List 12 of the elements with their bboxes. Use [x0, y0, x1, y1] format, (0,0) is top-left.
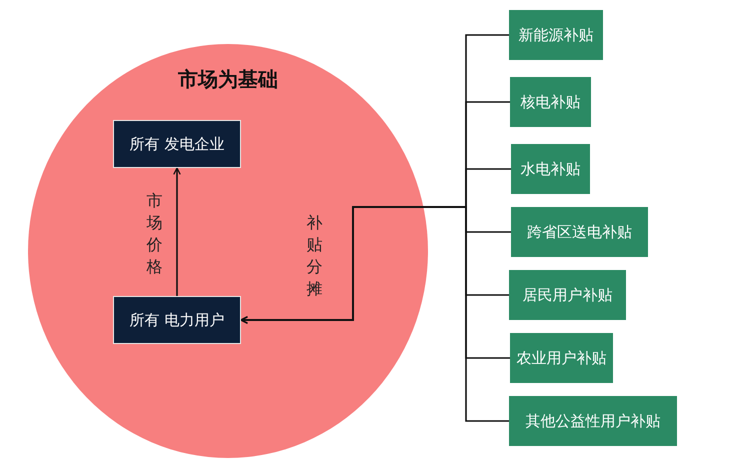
connector-arrow — [240, 206, 509, 422]
participant-box: 所有 发电企业 — [113, 120, 241, 168]
participant-box: 所有 电力用户 — [113, 296, 241, 344]
subsidy-box: 新能源补贴 — [509, 10, 603, 60]
subsidy-box: 跨省区送电补贴 — [511, 207, 648, 257]
connector-arrow — [173, 167, 181, 296]
circle-title: 市场为基础 — [178, 66, 278, 93]
subsidy-box: 水电补贴 — [511, 144, 590, 194]
subsidy-box: 居民用户补贴 — [509, 270, 626, 320]
subsidy-box: 其他公益性用户补贴 — [509, 396, 677, 446]
subsidy-box: 农业用户补贴 — [510, 333, 613, 383]
subsidy-box: 核电补贴 — [510, 77, 591, 127]
